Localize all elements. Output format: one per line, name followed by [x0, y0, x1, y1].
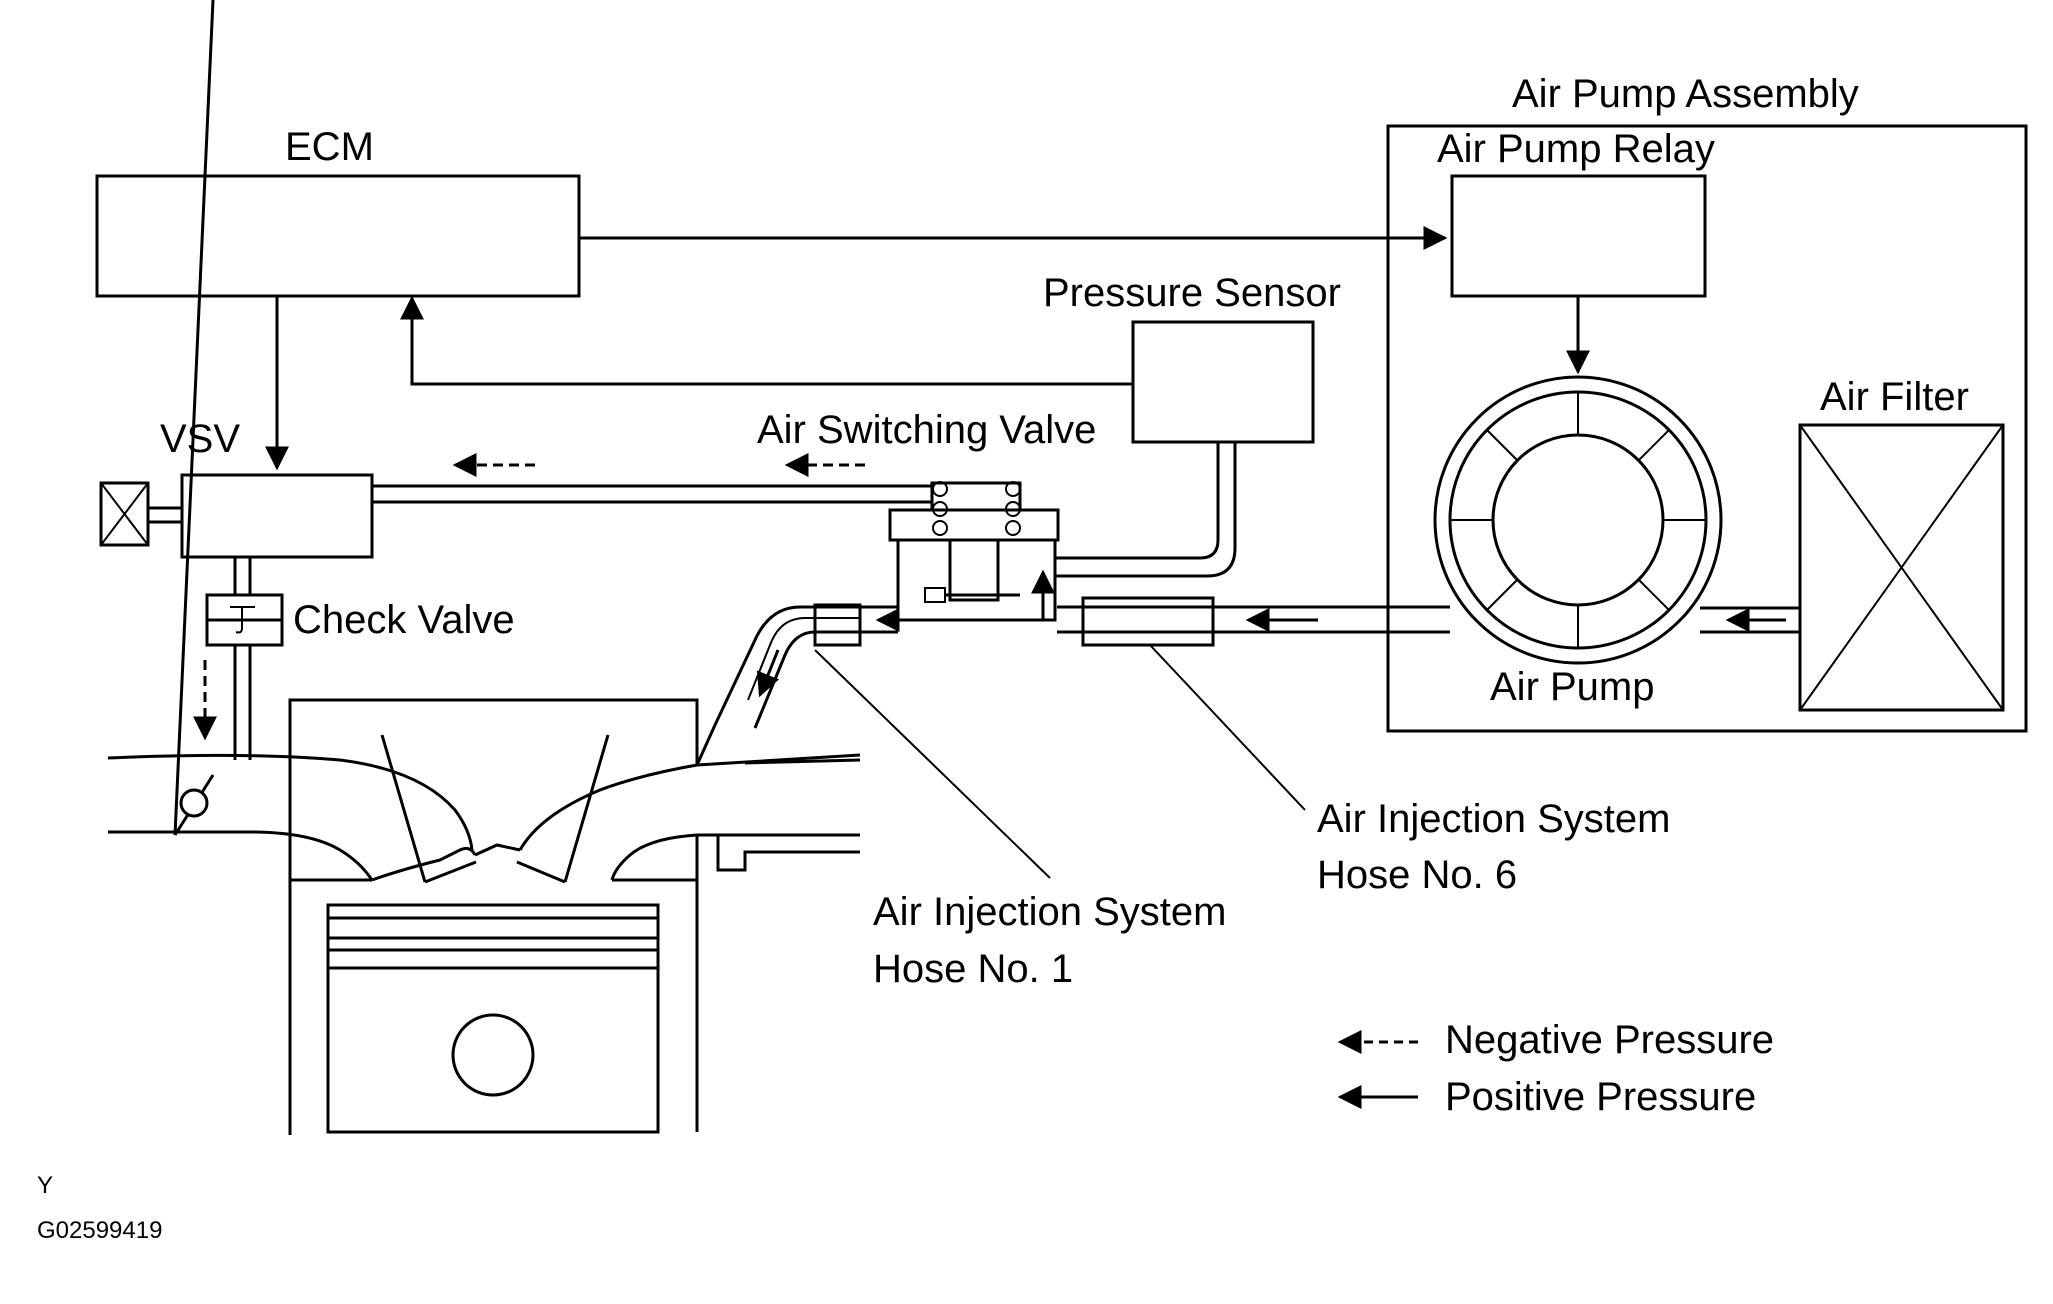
hose-no-1-label-1: Air Injection System [873, 890, 1226, 934]
pressure-sensor: Pressure Sensor [1043, 271, 1341, 444]
hose-no-1-label-2: Hose No. 1 [873, 947, 1073, 991]
hose-no-6-label-1: Air Injection System [1317, 797, 1670, 841]
air-pump-assembly-label: Air Pump Assembly [1512, 72, 1859, 116]
check-valve-label: Check Valve [293, 598, 515, 642]
ecm-label: ECM [285, 125, 374, 169]
air-switching-valve-label: Air Switching Valve [757, 408, 1096, 452]
legend-negative-label: Negative Pressure [1445, 1018, 1774, 1062]
hose-no-1 [813, 603, 862, 647]
air-filter-label: Air Filter [1820, 375, 1969, 419]
engine-section [107, 0, 861, 1135]
vsv-label: VSV [160, 417, 240, 461]
legend-positive-label: Positive Pressure [1445, 1075, 1756, 1119]
air-pump-relay: Air Pump Relay [1437, 127, 1715, 298]
air-switching-valve: Air Switching Valve [757, 408, 1096, 622]
legend: Negative Pressure Positive Pressure [1337, 1018, 1774, 1119]
flow-arrow-exhaust [756, 649, 780, 698]
figure-id: G02599419 [37, 1217, 162, 1244]
air-pump-label: Air Pump [1490, 665, 1655, 709]
air-pump-assembly: Air Pump Assembly [1386, 72, 2028, 733]
hose-no-6 [1081, 596, 1215, 647]
air-pump-relay-label: Air Pump Relay [1437, 127, 1715, 171]
air-pump: Air Pump [1433, 375, 1723, 709]
hose-no-1-leader [814, 649, 1051, 879]
code-letter: Y [37, 1172, 53, 1199]
vsv: VSV [99, 417, 374, 559]
air-filter: Air Filter [1798, 375, 2005, 712]
sensor-to-ecm-signal [400, 295, 1133, 386]
ecm-block: ECM [95, 125, 581, 298]
check-valve: Check Valve [205, 593, 515, 647]
hose-no-6-label-2: Hose No. 6 [1317, 853, 1517, 897]
hose-no-6-leader [1149, 644, 1306, 811]
pressure-sensor-label: Pressure Sensor [1043, 271, 1341, 315]
